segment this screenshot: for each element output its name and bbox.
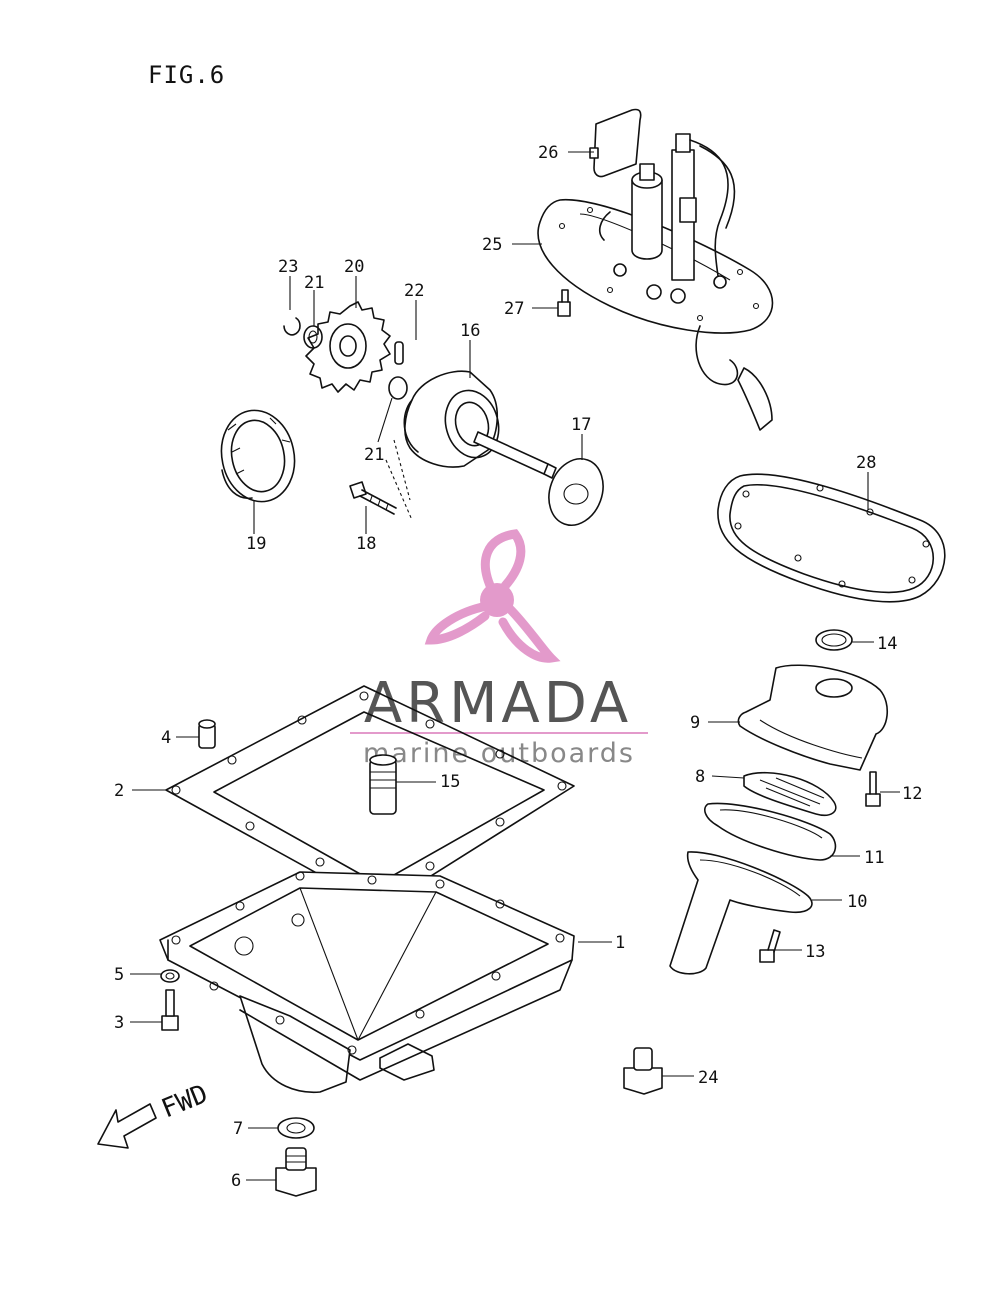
- watermark-tagline: marine outboards: [363, 738, 635, 769]
- callout-19: 19: [246, 534, 266, 554]
- part-28-gasket: [717, 473, 946, 603]
- callout-9: 9: [690, 713, 700, 733]
- callouts: 1 2 3 4 5 6 7 8 9 10 11 12 13 14 15 16 1: [114, 143, 922, 1191]
- callout-21-top: 21: [304, 273, 324, 293]
- callout-21-bottom: 21: [364, 445, 384, 465]
- part-8-screen: [743, 772, 837, 817]
- part-7-drain-washer: [277, 1117, 315, 1139]
- figure-title: FIG.6: [148, 61, 225, 89]
- propeller-icon: [424, 529, 561, 663]
- callout-20: 20: [344, 257, 364, 277]
- watermark: ARMADA marine outboards: [350, 529, 648, 769]
- part-20-sprocket: [305, 301, 391, 393]
- part-12-bolt: [865, 771, 881, 807]
- arrow-left-icon: [97, 1103, 157, 1149]
- callout-12: 12: [902, 784, 922, 804]
- callout-15: 15: [440, 772, 460, 792]
- callout-24: 24: [698, 1068, 718, 1088]
- callout-7: 7: [233, 1119, 243, 1139]
- callout-4: 4: [161, 728, 171, 748]
- part-13-bolt: [759, 929, 781, 963]
- callout-18: 18: [356, 534, 376, 554]
- part-22-pin: [394, 341, 404, 365]
- part-1-oil-pan: [159, 871, 575, 1094]
- callout-8: 8: [695, 767, 705, 787]
- part-26-filter: [589, 108, 642, 178]
- callout-3: 3: [114, 1013, 124, 1033]
- callout-6: 6: [231, 1171, 241, 1191]
- propeller-blade: [480, 529, 526, 597]
- part-3-bolt: [161, 989, 179, 1031]
- part-19-chain-ring: [220, 409, 296, 503]
- part-21-washer: [303, 325, 323, 349]
- part-15-relief-valve: [369, 754, 397, 815]
- callout-16: 16: [460, 321, 480, 341]
- callout-10: 10: [847, 892, 867, 912]
- part-14-o-ring: [815, 629, 853, 651]
- callout-14: 14: [877, 634, 897, 654]
- part-27-bolt: [557, 289, 571, 317]
- propeller-blade: [424, 601, 492, 645]
- propeller-blade: [498, 603, 561, 663]
- callout-11: 11: [864, 848, 884, 868]
- part-21-washer-second: [388, 376, 408, 400]
- fwd-label: FWD: [157, 1079, 212, 1124]
- part-10-strainer-pipe: [669, 851, 813, 975]
- callout-2: 2: [114, 781, 124, 801]
- propeller-hub: [480, 583, 514, 617]
- part-5-washer: [160, 969, 180, 983]
- part-6-drain-plug: [275, 1147, 317, 1197]
- callout-5: 5: [114, 965, 124, 985]
- callout-1: 1: [615, 933, 625, 953]
- part-24-plug: [623, 1047, 663, 1095]
- callout-23: 23: [278, 257, 298, 277]
- callout-22: 22: [404, 281, 424, 301]
- part-4-dowel: [198, 719, 216, 749]
- watermark-brand: ARMADA: [364, 671, 632, 736]
- part-25-pump-plate: [537, 133, 774, 431]
- part-9-strainer-housing: [737, 664, 888, 771]
- callout-25: 25: [482, 235, 502, 255]
- part-17-gasket: [548, 458, 604, 526]
- callout-17: 17: [571, 415, 591, 435]
- part-16-oil-pump: [403, 370, 557, 479]
- forward-direction-indicator: FWD: [97, 1079, 212, 1149]
- callout-13: 13: [805, 942, 825, 962]
- callout-27: 27: [504, 299, 524, 319]
- part-23-circlip: [283, 317, 301, 336]
- callout-26: 26: [538, 143, 558, 163]
- part-11-gasket: [704, 802, 837, 861]
- part-18-bolt: [349, 439, 413, 521]
- part-2-oil-pan-gasket: [165, 685, 575, 909]
- callout-28: 28: [856, 453, 876, 473]
